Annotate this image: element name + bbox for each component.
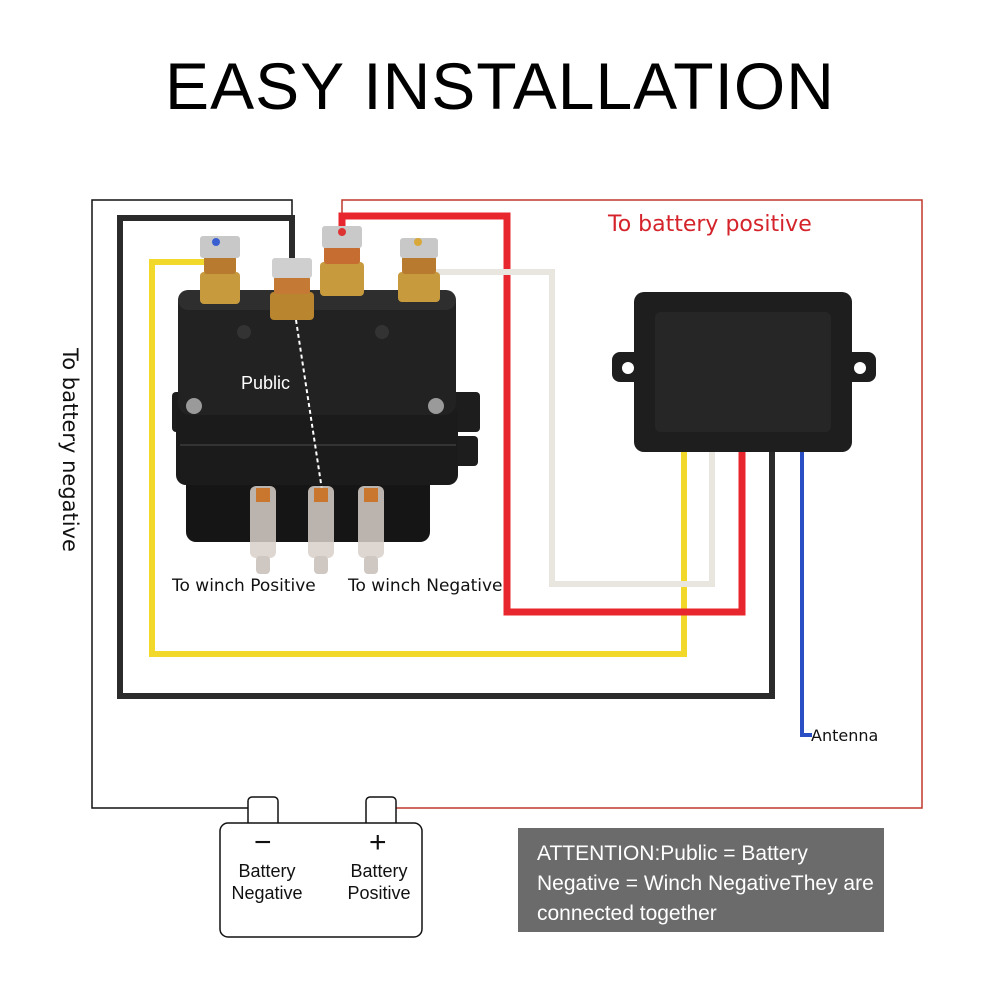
red-wire: [338, 212, 746, 616]
battery-negative-label-line1: Battery: [238, 861, 296, 881]
solenoid-terminal-1: [200, 236, 240, 304]
solenoid-terminal-4: [398, 238, 440, 302]
solenoid-terminal-2: [270, 258, 314, 320]
public-terminal-label: Public: [241, 373, 291, 393]
winch-negative-label: To winch Negative: [348, 576, 503, 596]
battery-negative-label-line2: Negative: [231, 883, 303, 903]
winch-solenoid: [172, 290, 480, 574]
battery-positive-label-line1: Battery: [350, 861, 408, 881]
black-wire: [117, 215, 775, 699]
battery-positive-label: Battery Positive: [336, 860, 422, 904]
battery-positive-sign: +: [369, 826, 387, 859]
winch-positive-label: To winch Positive: [172, 576, 316, 596]
antenna-label: Antenna: [811, 726, 879, 745]
white-wire: [416, 269, 715, 587]
remote-receiver: [612, 292, 876, 452]
battery-negative-wire-label: To battery negative: [58, 348, 82, 552]
page-title: EASY INSTALLATION: [165, 49, 835, 123]
battery: [219, 796, 423, 938]
battery-positive-label-line2: Positive: [347, 883, 411, 903]
battery-positive-thin-wire: [341, 199, 923, 809]
attention-text: ATTENTION:Public = Battery Negative = Wi…: [537, 842, 874, 925]
battery-negative-label: Battery Negative: [222, 860, 312, 904]
attention-box: [518, 828, 884, 932]
battery-positive-wire-label: To battery positive: [608, 212, 812, 237]
solenoid-terminal-3: [320, 226, 364, 296]
battery-negative-sign: −: [254, 826, 272, 859]
blue-antenna-wire: [800, 452, 812, 737]
